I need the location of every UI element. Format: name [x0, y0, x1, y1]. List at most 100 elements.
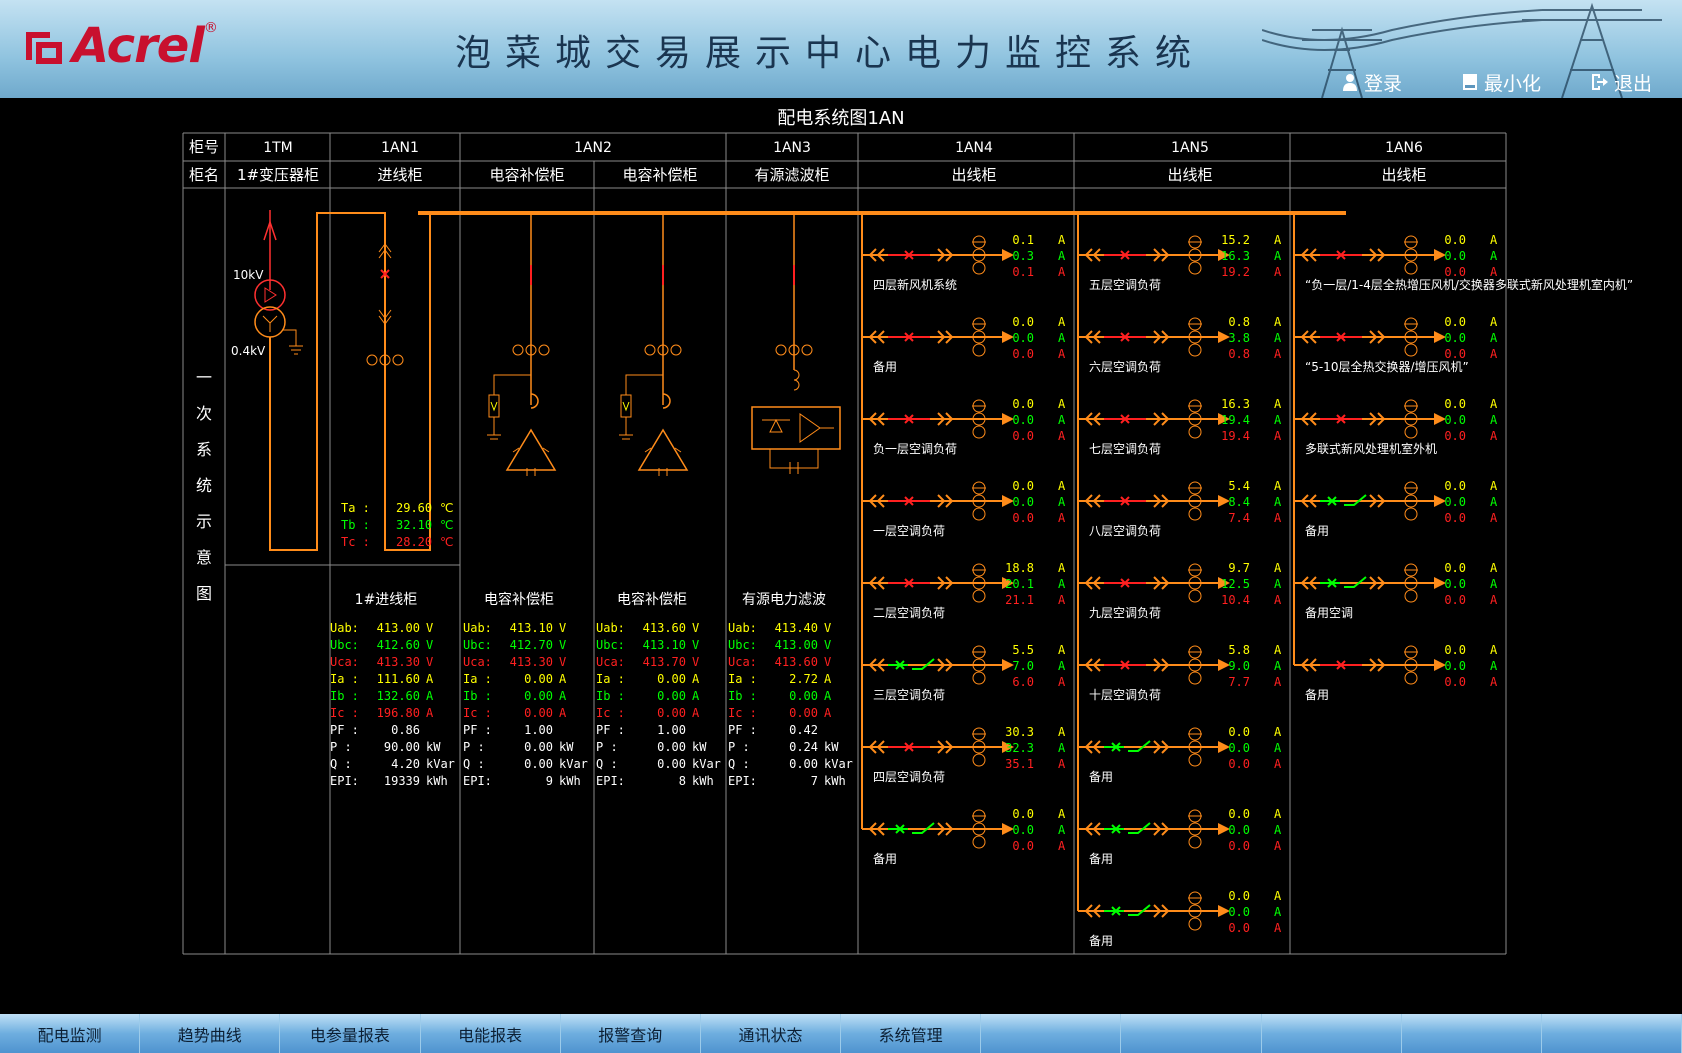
- feeder-current-unit: A: [1274, 905, 1282, 919]
- breaker-closed-icon: [1120, 496, 1130, 506]
- feeder-current-unit: A: [1490, 429, 1498, 443]
- nav-item[interactable]: 报警查询: [561, 1014, 701, 1053]
- feeder-current-unit: A: [1274, 347, 1282, 361]
- feeder-current-value: 0.0: [1012, 315, 1034, 329]
- meter-row-label: Ubc:: [463, 638, 492, 652]
- meter-row-value: 7: [811, 774, 818, 788]
- breaker-closed-icon: [904, 414, 914, 424]
- load-arrow-icon: [1434, 495, 1446, 507]
- feeder-current-value: 0.0: [1444, 643, 1466, 657]
- nav-item[interactable]: 配电监测: [0, 1014, 141, 1053]
- meter-row-label: P :: [463, 740, 485, 754]
- feeder-current-value: 0.8: [1228, 315, 1250, 329]
- meter-row-label: Ic :: [330, 706, 359, 720]
- feeder-current-unit: A: [1058, 233, 1066, 247]
- meter-row-unit: kWh: [426, 774, 448, 788]
- feeder-current-value: 0.0: [1228, 905, 1250, 919]
- current-transformer-icon: [1404, 412, 1418, 426]
- nav-item[interactable]: 趋势曲线: [140, 1014, 281, 1053]
- meter-row-value: 413.10: [643, 638, 686, 652]
- meter-row-unit: V: [824, 621, 831, 635]
- meter-row-label: Uab:: [596, 621, 625, 635]
- meter-row-value: 0.00: [524, 757, 553, 771]
- current-transformer-icon: [972, 248, 986, 262]
- current-transformer-icon: [1404, 576, 1418, 590]
- feeder-current-value: 0.0: [1228, 757, 1250, 771]
- withdrawable-contact-icon: [1369, 330, 1386, 344]
- minimize-button[interactable]: 最小化: [1462, 70, 1541, 95]
- meter-row-value: 90.00: [384, 740, 420, 754]
- feeder-current-unit: A: [1274, 675, 1282, 689]
- feeder-current-value: 0.0: [1444, 659, 1466, 673]
- nav-item[interactable]: 电参量报表: [280, 1014, 421, 1053]
- meter-row-label: Ia :: [728, 672, 757, 686]
- current-transformer-icon: [801, 344, 813, 356]
- wye-symbol: [262, 315, 278, 332]
- meter-row-value: 0.00: [789, 689, 818, 703]
- temperature-label: Tb :: [341, 518, 370, 532]
- current-transformer-icon: [1188, 904, 1202, 918]
- current-transformer-icon: [972, 589, 986, 603]
- breaker-closed-icon: [904, 332, 914, 342]
- meter-row-value: 8: [679, 774, 686, 788]
- load-arrow-icon: [1002, 331, 1014, 343]
- feeder-name: 四层新风机系统: [873, 277, 957, 292]
- meter-row-label: Uca:: [330, 655, 359, 669]
- breaker-closed-icon: [1120, 250, 1130, 260]
- nav-item[interactable]: 系统管理: [841, 1014, 982, 1053]
- feeder-current-value: 19.4: [1221, 429, 1250, 443]
- feeder-current-unit: A: [1274, 265, 1282, 279]
- withdrawable-contact-icon: [1084, 412, 1101, 426]
- withdrawable-contact-icon: [1300, 576, 1317, 590]
- meter-row-value: 0.00: [657, 740, 686, 754]
- exit-button[interactable]: 退出: [1590, 70, 1653, 95]
- current-transformer-icon: [1404, 343, 1418, 357]
- feeder-current-unit: A: [1274, 561, 1282, 575]
- current-transformer-icon: [972, 425, 986, 439]
- login-label: 登录: [1364, 72, 1403, 95]
- nav-item[interactable]: 电能报表: [421, 1014, 561, 1053]
- withdrawable-contact-icon: [1369, 494, 1386, 508]
- cabinet-name: 1#变压器柜: [237, 166, 319, 184]
- feeder-name: 二层空调负荷: [873, 606, 945, 620]
- withdrawable-contact-icon: [378, 309, 392, 325]
- feeder-current-value: 0.0: [1012, 807, 1034, 821]
- feeder-current-value: 7.7: [1228, 675, 1250, 689]
- withdrawable-contact-icon: [868, 740, 885, 754]
- app-title: 泡菜城交易展示中心电力监控系统: [455, 33, 1206, 74]
- feeder-current-unit: A: [1490, 593, 1498, 607]
- feeder-current-value: 12.5: [1221, 577, 1250, 591]
- withdrawable-contact-icon: [868, 822, 885, 836]
- login-button[interactable]: 登录: [1342, 70, 1403, 95]
- capacitor-bank-icon: [637, 428, 689, 471]
- feeder-current-unit: A: [1274, 659, 1282, 673]
- apf-capacitor-icon: [769, 449, 819, 474]
- feeder-current-value: 0.0: [1444, 249, 1466, 263]
- feeder-current-value: 9.0: [1228, 659, 1250, 673]
- meter-row-value: 413.00: [775, 638, 818, 652]
- feeder-current-value: 0.0: [1444, 675, 1466, 689]
- withdrawable-contact-icon: [937, 822, 954, 836]
- current-transformer-icon: [1404, 494, 1418, 508]
- feeder-name: 九层空调负荷: [1089, 606, 1161, 620]
- apf-inner-symbol: [762, 413, 834, 443]
- feeder-current-unit: A: [1058, 511, 1066, 525]
- feeder-current-unit: A: [1490, 659, 1498, 673]
- withdrawable-contact-icon: [1084, 494, 1101, 508]
- feeder-current-value: 0.0: [1444, 429, 1466, 443]
- arrester-mark: [490, 401, 498, 412]
- feeder-current-value: 16.3: [1221, 249, 1250, 263]
- meter-row-label: Q :: [596, 757, 618, 771]
- nav-item-empty: [1121, 1014, 1262, 1053]
- withdrawable-contact-icon: [1084, 822, 1101, 836]
- exit-label: 退出: [1614, 72, 1653, 95]
- nav-item[interactable]: 通讯状态: [701, 1014, 842, 1053]
- cabinet-number: 1AN3: [773, 140, 811, 156]
- meter-row-label: Ic :: [463, 706, 492, 720]
- feeder-current-value: 18.8: [1005, 561, 1034, 575]
- meter-row-label: Q :: [728, 757, 750, 771]
